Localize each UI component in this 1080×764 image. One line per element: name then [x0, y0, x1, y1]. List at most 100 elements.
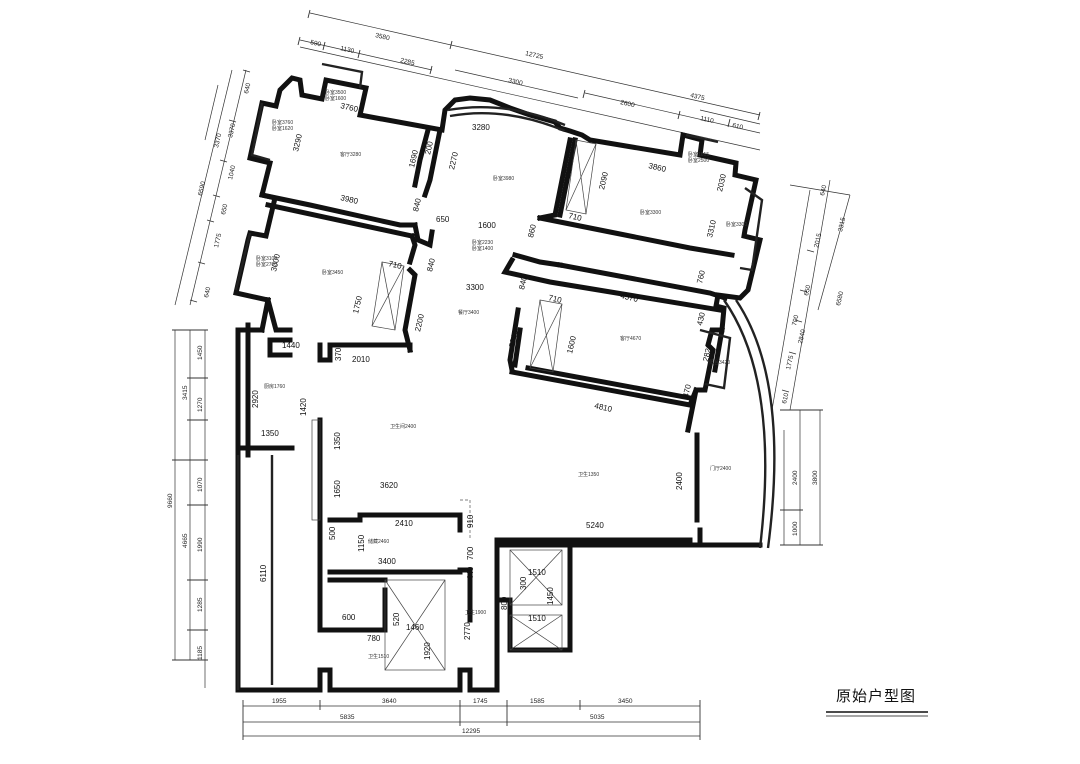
dim-text: 1285 [197, 597, 204, 612]
dim-text: 2270 [447, 151, 460, 171]
dim-text: 9660 [167, 493, 174, 508]
room-label: 卫生间2400 [390, 423, 416, 430]
room-label: 卫生1350 [578, 471, 599, 478]
room-label: 餐厅3400 [458, 309, 479, 316]
dim-text: 1110 [700, 115, 715, 125]
dim-text: 2400 [675, 472, 684, 490]
dim-text: 650 [803, 284, 812, 297]
dim-text: 1775 [213, 232, 223, 248]
dim-text: 1450 [197, 345, 204, 360]
dim-text: 3980 [340, 193, 360, 206]
dim-text: 1510 [528, 614, 546, 623]
dim-text: 640 [819, 184, 828, 197]
dim-text: 1745 [473, 698, 488, 705]
dim-text: 2820 [701, 343, 714, 363]
dim-text: 1690 [407, 149, 420, 169]
dim-text: 1185 [197, 646, 204, 660]
room-label: 卧室1615 [688, 151, 709, 158]
dim-text: 600 [342, 613, 356, 622]
dim-text: 1270 [197, 397, 204, 412]
bottom-dimensions: 1955 3640 1745 1585 3450 5835 5035 12295 [272, 698, 633, 735]
dim-text: 1510 [528, 568, 546, 577]
dim-text: 3310 [705, 219, 718, 239]
dim-text: 1350 [261, 429, 279, 438]
dim-text: 1650 [333, 480, 342, 498]
dim-text: 2015 [813, 232, 823, 248]
dim-text: 3580 [375, 32, 391, 42]
dim-text: 1750 [351, 295, 364, 315]
dim-text: 3800 [812, 470, 819, 485]
room-label: 客厅4670 [620, 335, 641, 342]
dim-text: 650 [220, 203, 229, 216]
dim-text: 1000 [792, 521, 799, 536]
dim-text: 3760 [340, 101, 360, 114]
top-dimensions: 3580 590 1130 2285 12725 3300 2600 4375 … [310, 32, 745, 131]
dim-text: 1920 [423, 642, 432, 660]
east-dimensions: 2400 3800 1000 [792, 470, 819, 536]
dim-text: 4570 [620, 291, 640, 304]
room-label: 卧室2230 [472, 239, 493, 246]
dim-text: 6110 [259, 564, 268, 582]
dim-text: 1040 [227, 164, 237, 180]
dim-text: 1955 [272, 698, 287, 705]
dim-text: 1460 [406, 623, 424, 632]
dim-text: 6580 [835, 290, 845, 306]
dim-text: 610 [781, 392, 790, 405]
room-label: 阳台3420 [709, 359, 730, 366]
plan-title: 原始户型图 [836, 687, 916, 705]
dim-text: 840 [425, 257, 437, 273]
dim-text: 840 [517, 275, 529, 291]
right-dimensions: 640 3315 2015 6580 650 700 1775 2840 610 [781, 184, 847, 405]
dim-text: 200 [423, 140, 435, 156]
dim-text: 760 [695, 269, 707, 285]
dim-text: 840 [411, 197, 423, 213]
room-label: 储藏2460 [368, 538, 389, 545]
dim-text: 12295 [462, 728, 480, 735]
dim-text: 4665 [182, 533, 189, 548]
room-dimensions: 3760 3280 3290 1690 200 2270 3860 2090 7… [251, 101, 728, 660]
dim-text: 3300 [466, 283, 484, 292]
dim-text: 2285 [400, 57, 416, 67]
room-label: 卧室3450 [322, 269, 343, 276]
dim-text: 800 [500, 596, 509, 610]
dim-text: 860 [526, 223, 538, 239]
room-label: 卧室3500 [325, 89, 346, 96]
room-label: 卫生1900 [465, 609, 486, 616]
room-label: 卧室1600 [325, 95, 346, 102]
dim-text: 1775 [785, 354, 795, 370]
room-label: 厨房1760 [264, 383, 285, 390]
dim-text: 6590 [197, 180, 207, 196]
dim-text: 3000 [269, 253, 282, 273]
dim-text: 1450 [546, 587, 555, 605]
dim-text: 700 [466, 546, 475, 560]
dim-text: 1130 [340, 45, 356, 55]
dim-text: 440 [466, 566, 475, 580]
room-label: 卧室1400 [472, 245, 493, 252]
dim-text: 2030 [715, 173, 728, 193]
dim-text: 430 [695, 311, 707, 327]
room-label: 门厅2400 [710, 465, 731, 472]
dim-text: 3280 [472, 123, 490, 132]
dim-text: 3860 [648, 161, 668, 174]
dim-text: 710 [388, 259, 404, 271]
dimension-lines [172, 9, 851, 740]
dim-text: 1070 [197, 477, 204, 492]
dim-text: 470 [681, 383, 693, 399]
dim-text: 780 [367, 634, 381, 643]
dim-text: 1150 [357, 534, 366, 552]
dim-text: 2090 [597, 171, 610, 191]
dim-text: 2200 [413, 313, 426, 333]
dim-text: 2400 [792, 470, 799, 485]
room-label: 卧室3980 [493, 175, 514, 182]
dim-text: 2770 [463, 622, 472, 640]
dim-text: 370 [334, 347, 343, 361]
room-label: 卧室2500 [688, 157, 709, 164]
dim-text: 2010 [352, 355, 370, 364]
dim-text: 2600 [620, 99, 636, 109]
dim-text: 710 [568, 211, 584, 223]
dim-text: 1585 [530, 698, 545, 705]
west-dimensions: 1450 3415 1270 9660 4665 1070 1990 1285 … [167, 345, 204, 660]
dim-text: 3450 [618, 698, 633, 705]
dim-text: 1350 [333, 432, 342, 450]
room-label: 卧室3300 [726, 221, 747, 228]
